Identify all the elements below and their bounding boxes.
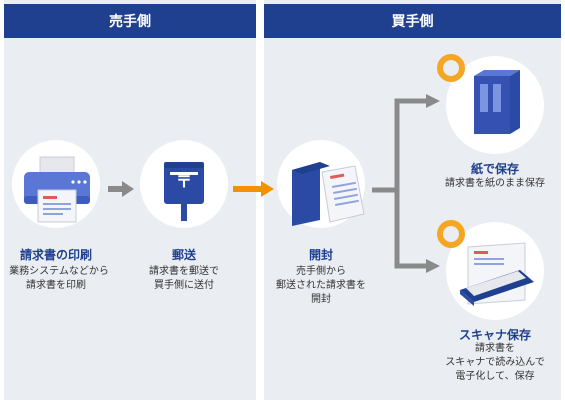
scanner-icon: [437, 220, 534, 306]
opened-envelope-icon: [292, 162, 365, 226]
arrow-to-scanner: [426, 259, 440, 273]
branch-connector: [372, 98, 428, 269]
arrow-to-paper: [426, 94, 440, 108]
arrow-print-to-mail: [108, 181, 134, 197]
mailbox-icon: [164, 162, 204, 221]
scanner-storage-desc-line2: スキャナで読み込んで: [445, 357, 545, 368]
arrow-mail-to-open: [233, 181, 274, 197]
open-step-title: 開封: [308, 248, 333, 262]
print-step-title: 請求書の印刷: [19, 248, 92, 262]
scanner-storage-title: スキャナ保存: [458, 328, 531, 342]
paper-storage-desc: 請求書を紙のまま保存: [445, 178, 545, 189]
print-step-desc-line1: 業務システムなどから: [9, 266, 109, 277]
open-step-desc-line3: 開封: [311, 294, 331, 305]
buyer-header: 買手側: [264, 4, 561, 38]
postal-mark: 〒: [175, 172, 192, 191]
file-box-icon: [437, 54, 520, 134]
scanner-storage-desc-line3: 電子化して、保存: [455, 371, 535, 382]
print-step-desc-line2: 請求書を印刷: [26, 280, 86, 291]
open-step-desc-line2: 郵送された請求書を: [276, 280, 366, 291]
paper-storage-title: 紙で保存: [470, 162, 519, 176]
scanner-storage-desc-line1: 請求書を: [475, 343, 515, 354]
mail-step-desc-line2: 買手側に送付: [154, 280, 214, 291]
mail-step-title: 郵送: [171, 248, 196, 262]
mail-step-desc-line1: 請求書を郵送で: [149, 266, 219, 277]
printer-icon: [24, 156, 90, 223]
seller-header: 売手側: [4, 4, 256, 38]
open-step-desc-line1: 売手側から: [296, 266, 346, 277]
